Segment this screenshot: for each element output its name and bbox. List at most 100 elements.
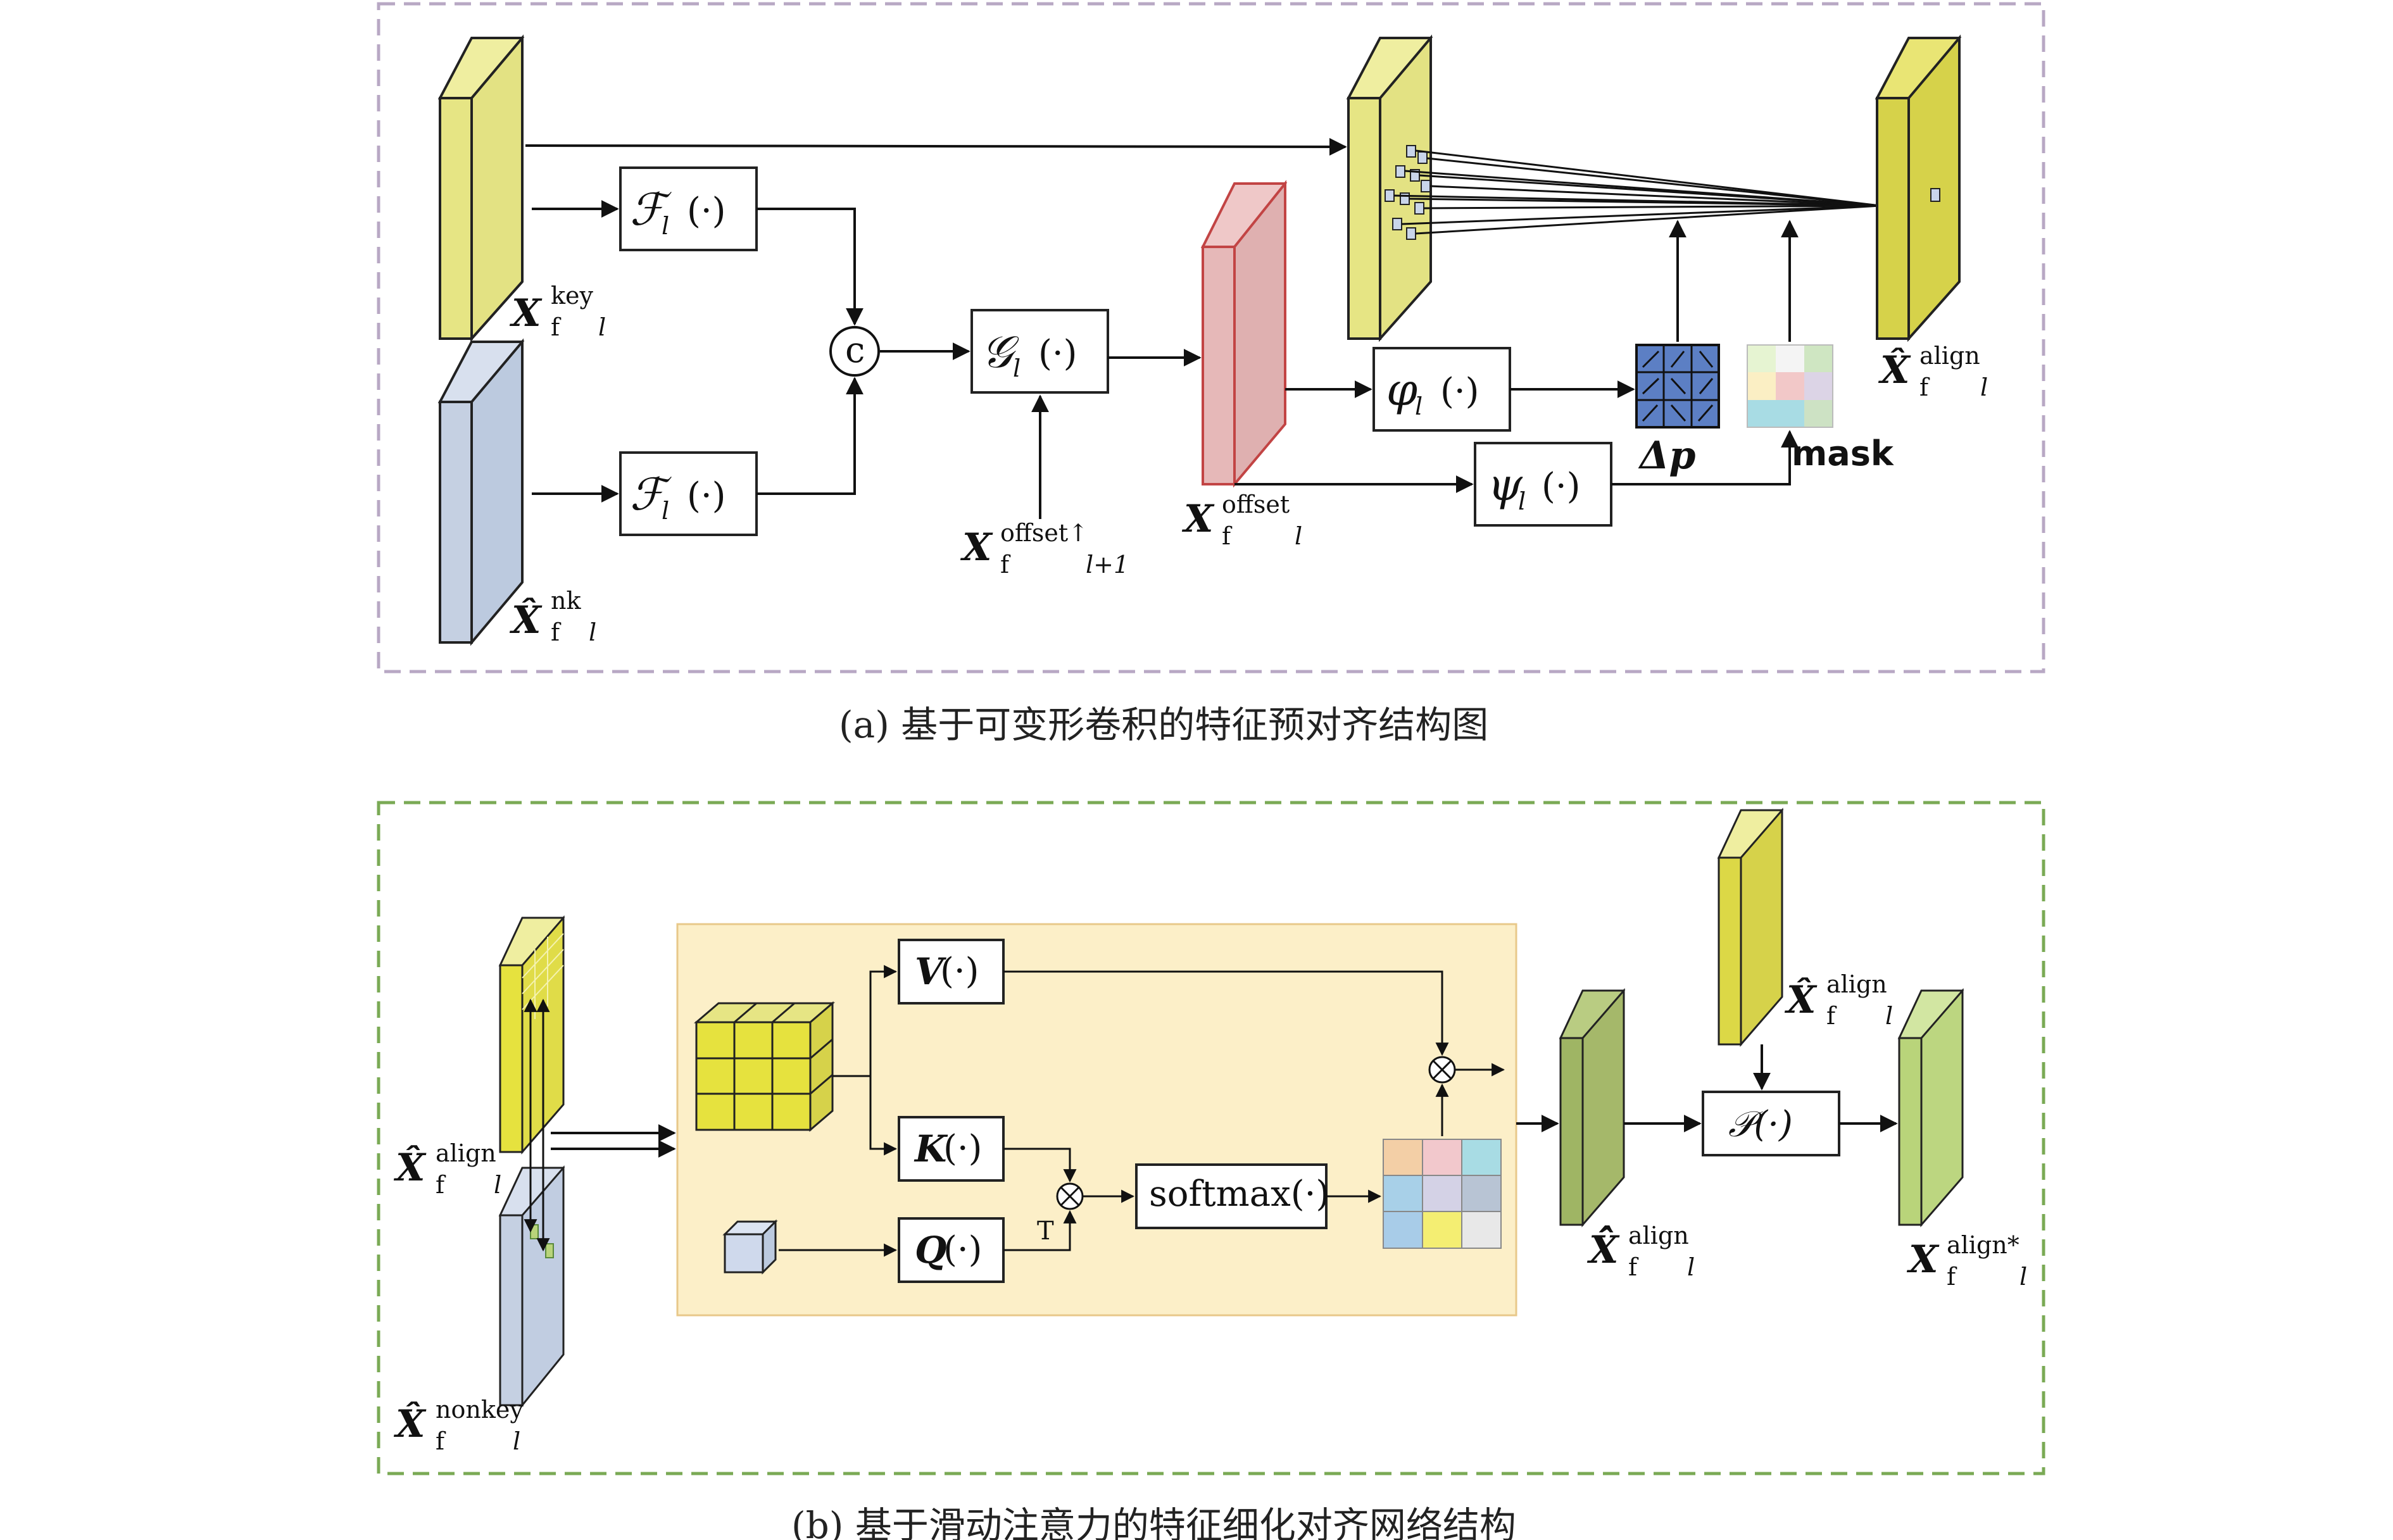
label-x-nk-sup: nk bbox=[551, 587, 581, 615]
concat-symbol: c bbox=[845, 330, 865, 371]
label-x-align-hat2-sub: f bbox=[1628, 1253, 1639, 1281]
label-x-nonkey: X̂ nonkey f l bbox=[393, 1396, 524, 1455]
label-x-align-a-sub: f bbox=[1919, 373, 1930, 401]
arrow-cube-to-k bbox=[869, 1076, 898, 1156]
p-box bbox=[1702, 1091, 1840, 1156]
f-box-bottom-idx: l bbox=[662, 497, 669, 525]
psi-box-symbol: ψ bbox=[1488, 459, 1523, 511]
softmax-box bbox=[1135, 1163, 1328, 1229]
concat-node bbox=[829, 326, 880, 377]
arrow-cube-to-v bbox=[832, 965, 898, 1077]
label-x-align-a-sup: align bbox=[1919, 342, 1980, 370]
transpose-label: T bbox=[1037, 1217, 1054, 1246]
label-x-align-top-idx: l bbox=[1885, 1002, 1893, 1030]
delta-p-label: Δp bbox=[1638, 434, 1696, 478]
key-feature-slab bbox=[437, 34, 525, 342]
label-x-nk-idx: l bbox=[589, 618, 596, 646]
p-box-label: 𝒫(·) bbox=[1728, 1104, 1793, 1145]
k-box-arg: (·) bbox=[943, 1128, 983, 1169]
label-x-offset-up-sub: f bbox=[1000, 551, 1011, 579]
caption-b: (b) 基于滑动注意力的特征细化对齐网络结构 bbox=[791, 1504, 1516, 1540]
final-output-slab bbox=[1897, 987, 1964, 1228]
label-x-offset-sup: offset bbox=[1222, 491, 1290, 518]
delta-p-grid bbox=[1635, 344, 1720, 429]
align-input-slab bbox=[498, 915, 565, 1155]
arrow-q-to-mult bbox=[1003, 1210, 1077, 1251]
caption-a: (a) 基于可变形卷积的特征预对齐结构图 bbox=[839, 703, 1488, 746]
softmax-label: softmax(·) bbox=[1149, 1174, 1329, 1215]
panel-b-frame bbox=[377, 801, 2045, 1475]
offset-feature-slab bbox=[1200, 180, 1288, 488]
label-x-align-top-main: X̂ bbox=[1784, 977, 1818, 1022]
label-x-nk-sub: f bbox=[551, 618, 562, 646]
label-x-align-a-idx: l bbox=[1980, 373, 1988, 401]
label-x-align-a: X̂ align f l bbox=[1878, 342, 1988, 401]
nk-feature-slab bbox=[437, 338, 525, 646]
phi-box bbox=[1372, 347, 1511, 432]
v-box-arg: (·) bbox=[940, 951, 979, 992]
phi-box-symbol: φ bbox=[1386, 364, 1417, 416]
label-x-align-in: X̂ align f l bbox=[393, 1139, 501, 1199]
refined-slab bbox=[1559, 987, 1626, 1228]
q-box-symbol: Q bbox=[915, 1229, 947, 1272]
label-x-align-in-main: X̂ bbox=[393, 1145, 427, 1190]
f-box-bottom bbox=[619, 451, 758, 536]
q-box-arg: (·) bbox=[943, 1229, 983, 1270]
label-x-align-hat2-idx: l bbox=[1687, 1253, 1695, 1281]
arrow-key-to-sampled bbox=[525, 137, 1347, 156]
panel-a-frame bbox=[377, 2, 2045, 673]
label-x-nonkey-idx: l bbox=[513, 1427, 520, 1455]
label-x-align-hat2: X̂̂ align f l bbox=[1586, 1222, 1695, 1281]
label-x-align-star-sub: f bbox=[1947, 1263, 1957, 1291]
v-box bbox=[898, 939, 1005, 1005]
q-box bbox=[898, 1217, 1005, 1283]
label-x-align-a-main: X̂ bbox=[1878, 347, 1911, 392]
label-x-align-star: X align* f l bbox=[1906, 1231, 2027, 1291]
label-x-offset-sub: f bbox=[1222, 522, 1233, 550]
label-x-nonkey-sub: f bbox=[436, 1427, 446, 1455]
label-x-offset: X offset f l bbox=[1181, 491, 1302, 550]
q-cube bbox=[722, 1219, 778, 1275]
arrow-f-bottom-to-concat bbox=[757, 377, 864, 495]
arrow-v-to-mult bbox=[1003, 970, 1449, 1056]
label-x-align-in-sub: f bbox=[436, 1171, 446, 1199]
g-box-idx: l bbox=[1013, 354, 1021, 382]
label-x-nk: X̂ nk f l bbox=[509, 587, 596, 646]
f-box-bottom-arg: (·) bbox=[687, 475, 726, 516]
label-x-offset-up: X offset↑ f l+1 bbox=[960, 519, 1129, 579]
kv-cube bbox=[693, 1001, 836, 1132]
sampled-feature-slab bbox=[1346, 34, 1433, 342]
k-box-symbol: K bbox=[914, 1127, 948, 1170]
v-box-symbol: V bbox=[915, 950, 946, 993]
f-box-top-idx: l bbox=[662, 212, 669, 240]
sample-connection-lines bbox=[1393, 149, 1881, 235]
psi-box-arg: (·) bbox=[1542, 466, 1581, 507]
label-x-offset-up-main: X bbox=[960, 525, 993, 570]
label-x-offset-up-sup: offset↑ bbox=[1000, 519, 1088, 547]
aligned-output-slab bbox=[1875, 34, 1962, 342]
label-x-align-in-idx: l bbox=[494, 1171, 501, 1199]
f-box-top bbox=[619, 166, 758, 251]
label-x-key-sup: key bbox=[551, 282, 594, 310]
label-x-align-hat2-main: X̂̂ bbox=[1586, 1225, 1620, 1272]
label-x-nonkey-sup: nonkey bbox=[436, 1396, 524, 1424]
label-x-align-top-sub: f bbox=[1826, 1002, 1837, 1030]
arrow-psi-to-mask bbox=[1611, 430, 1799, 485]
label-x-offset-up-idx: l+1 bbox=[1086, 551, 1129, 579]
mask-label: mask bbox=[1792, 434, 1894, 473]
attention-map bbox=[1383, 1139, 1502, 1249]
nonkey-input-slab bbox=[498, 1165, 565, 1408]
label-x-offset-idx: l bbox=[1295, 522, 1302, 550]
label-x-align-star-sup: align* bbox=[1947, 1231, 2019, 1259]
mask-grid bbox=[1747, 344, 1833, 428]
label-x-key-idx: l bbox=[598, 313, 606, 341]
psi-box-idx: l bbox=[1518, 487, 1526, 515]
label-x-nonkey-main: X̂ bbox=[393, 1401, 427, 1446]
label-x-align-star-main: X bbox=[1906, 1237, 1940, 1282]
label-x-key-sub: f bbox=[551, 313, 562, 341]
label-x-offset-main: X bbox=[1181, 497, 1215, 541]
label-x-align-star-idx: l bbox=[2019, 1263, 2027, 1291]
label-x-align-hat2-sup: align bbox=[1628, 1222, 1689, 1249]
f-box-top-symbol: ℱ bbox=[630, 184, 672, 235]
